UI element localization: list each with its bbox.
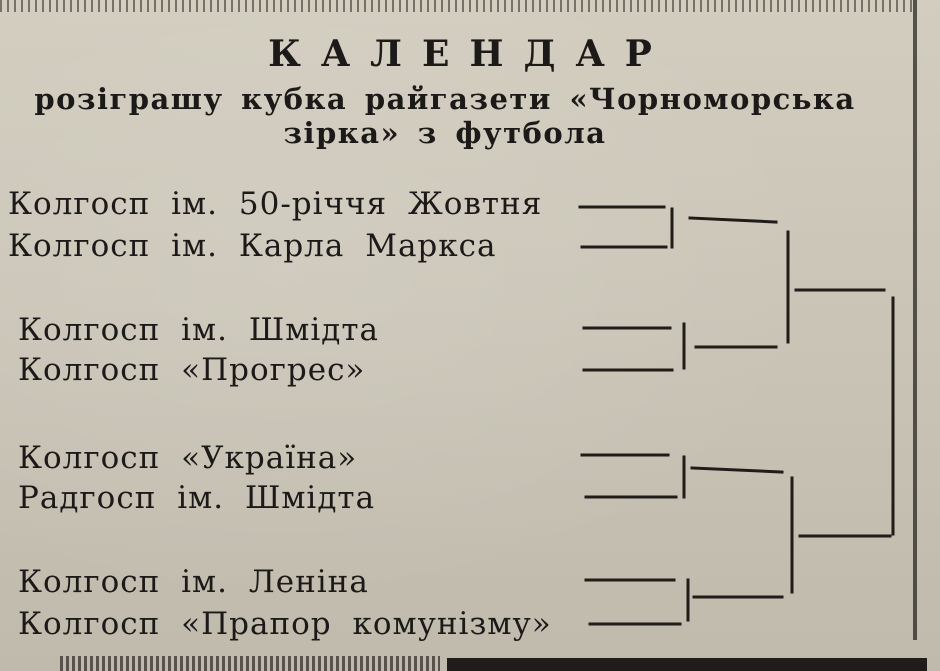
team-5: Колгосп «Україна» bbox=[18, 440, 358, 476]
team-3: Колгосп ім. Шмідта bbox=[18, 312, 379, 348]
team-7: Колгосп ім. Леніна bbox=[18, 564, 369, 600]
team-1: Колгосп ім. 50-річчя Жовтня bbox=[8, 186, 543, 222]
right-border-rule bbox=[913, 0, 917, 640]
team-2: Колгосп ім. Карла Маркса bbox=[8, 228, 497, 264]
top-border-rule bbox=[0, 0, 915, 12]
team-6: Радгосп ім. Шмідта bbox=[18, 480, 376, 516]
calendar-title: КАЛЕНДАР bbox=[268, 33, 672, 75]
team-8: Колгосп «Прапор комунізму» bbox=[18, 606, 552, 642]
bottom-black-bar bbox=[447, 658, 927, 671]
team-4: Колгосп «Прогрес» bbox=[18, 352, 366, 388]
subtitle-line-1: розіграшу кубка райгазети «Чорноморська bbox=[34, 82, 856, 116]
subtitle-line-2: зірка» з футбола bbox=[283, 116, 607, 150]
bracket-r2-slot-3 bbox=[690, 466, 784, 474]
bottom-headline-fragment bbox=[60, 656, 440, 671]
bracket-r2-slot-1 bbox=[688, 216, 778, 224]
